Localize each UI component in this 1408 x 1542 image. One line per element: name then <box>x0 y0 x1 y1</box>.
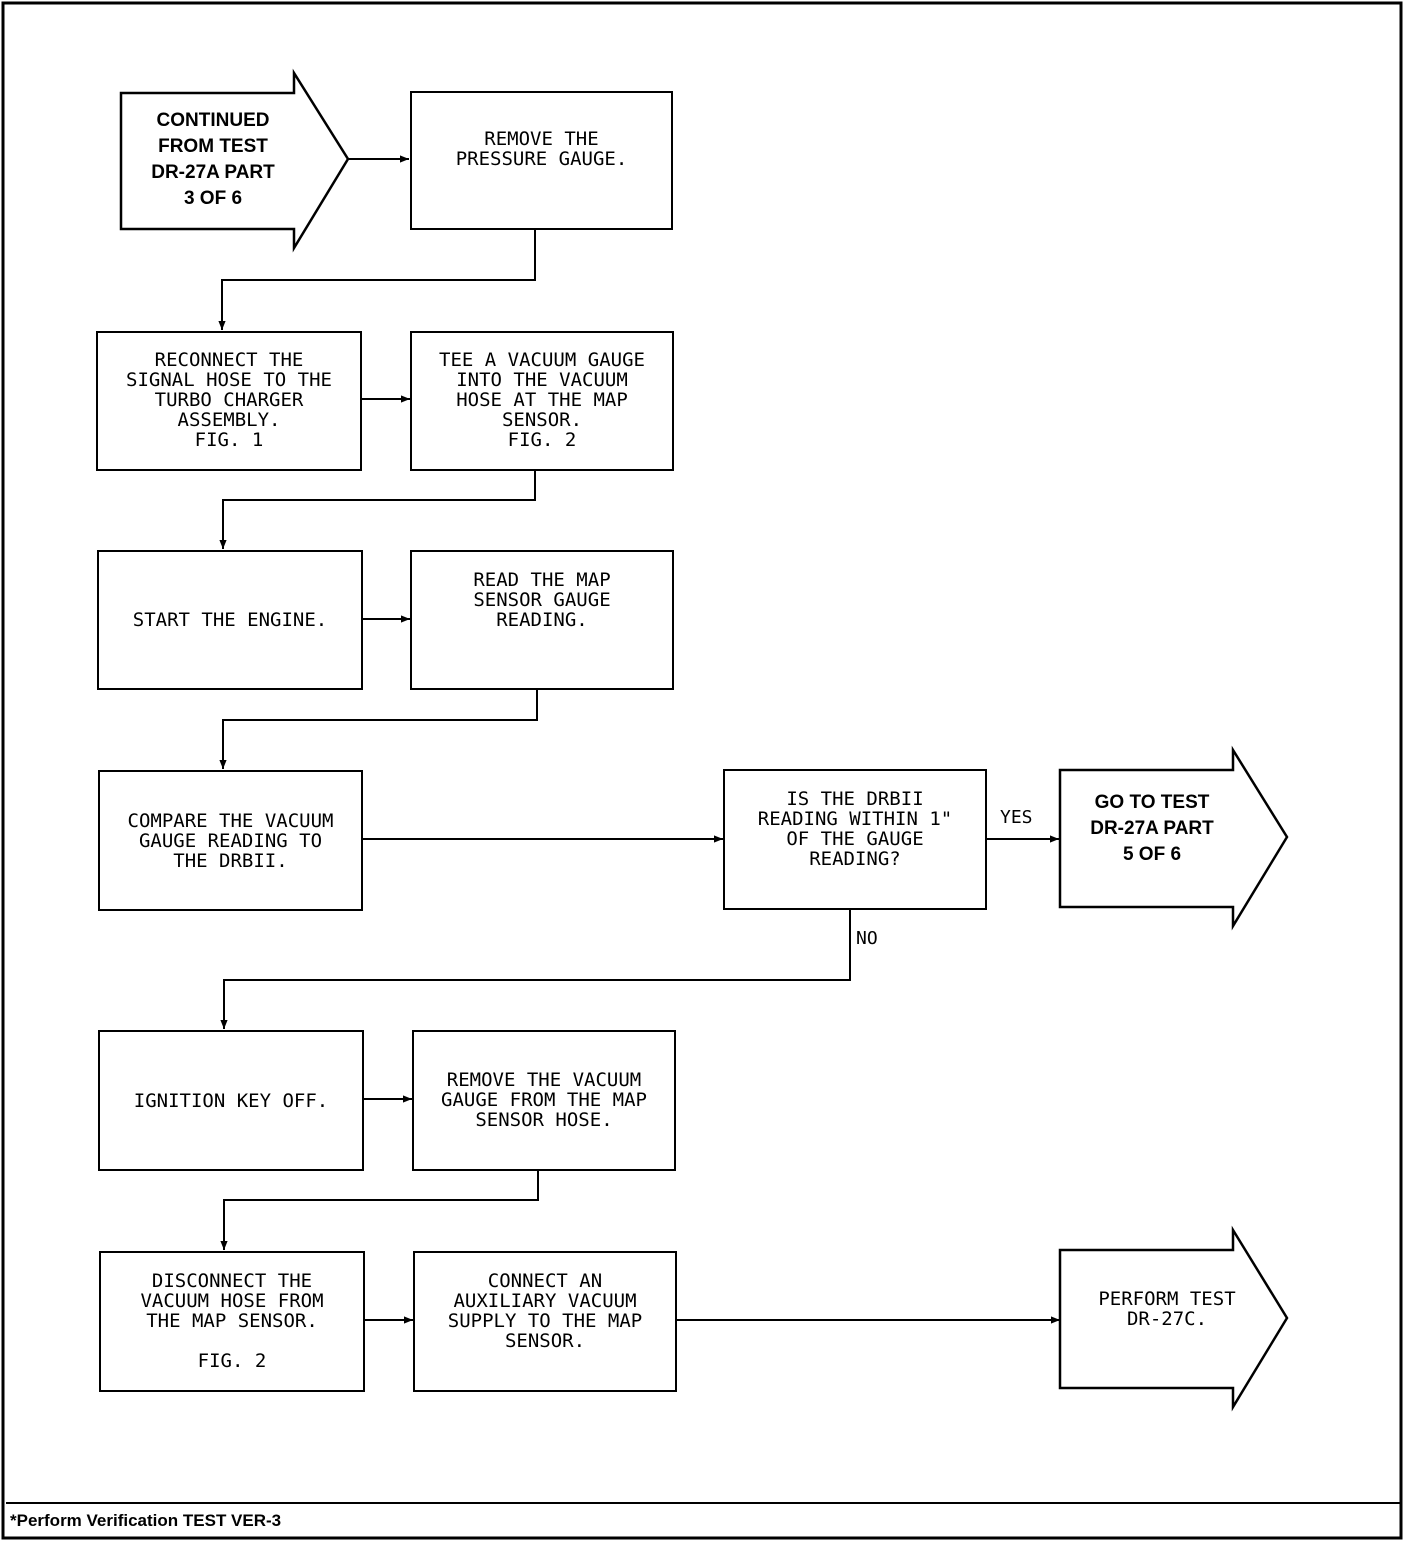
step-text-line: TURBO CHARGER <box>154 389 304 411</box>
decision-text-line: IS THE DRBII <box>786 788 924 810</box>
step-text-line: REMOVE THE <box>484 128 599 150</box>
step-connect-aux-vacuum: CONNECT AN AUXILIARY VACUUM SUPPLY TO TH… <box>413 1251 677 1392</box>
step-text-line: INTO THE VACUUM <box>456 369 628 391</box>
step-text-line: FIG. 1 <box>194 429 264 451</box>
goto-test-line: 5 OF 6 <box>1122 844 1182 865</box>
step-text-line: SUPPLY TO THE MAP <box>447 1310 643 1332</box>
decision-text-line: READING WITHIN 1" <box>757 808 953 830</box>
step-ignition-off: IGNITION KEY OFF. <box>98 1030 364 1171</box>
step-text-line: SENSOR GAUGE <box>473 589 611 611</box>
step-text-line: SENSOR HOSE. <box>475 1109 613 1131</box>
start-line: CONTINUED <box>156 110 270 131</box>
step-disconnect-vacuum-hose: DISCONNECT THE VACUUM HOSE FROM THE MAP … <box>99 1251 365 1392</box>
step-read-map-sensor: READ THE MAP SENSOR GAUGE READING. <box>410 550 674 690</box>
step-text-line: DISCONNECT THE <box>151 1270 313 1292</box>
connector-remove-gauge-to-disconnect <box>220 1170 539 1250</box>
start-pentagon <box>119 68 350 253</box>
perform-pentagon <box>1058 1225 1289 1412</box>
step-text-line: TEE A VACUUM GAUGE <box>439 349 645 371</box>
step-text-line: PRESSURE GAUGE. <box>455 148 628 170</box>
step-text-line: CONNECT AN <box>487 1270 603 1292</box>
yes-label: YES <box>1000 807 1033 828</box>
step-text-line: THE DRBII. <box>173 849 288 872</box>
perform-test-line: DR-27C. <box>1126 1308 1208 1330</box>
start-line: FROM TEST <box>158 136 268 157</box>
step-remove-pressure-gauge: REMOVE THE PRESSURE GAUGE. <box>410 91 673 230</box>
step-text-line: ASSEMBLY. <box>177 409 281 431</box>
no-label: NO <box>856 928 878 949</box>
connector-decision-no <box>220 910 851 1029</box>
perform-test-line: PERFORM TEST <box>1098 1288 1236 1310</box>
step-text-line: HOSE AT THE MAP <box>456 389 628 411</box>
step-text-line: IGNITION KEY OFF. <box>133 1089 329 1112</box>
step-text-line: AUXILIARY VACUUM <box>453 1290 637 1312</box>
step-text-line: GAUGE READING TO <box>138 829 323 852</box>
step-text-line: READ THE MAP <box>473 569 611 591</box>
step-text-line: READING. <box>496 609 588 631</box>
step-reconnect-signal-hose: RECONNECT THE SIGNAL HOSE TO THE TURBO C… <box>96 331 362 471</box>
step-text-line: REMOVE THE VACUUM <box>446 1069 642 1091</box>
step-text-line: RECONNECT THE <box>154 349 304 371</box>
step-compare-reading: COMPARE THE VACUUM GAUGE READING TO THE … <box>98 770 363 911</box>
step-remove-vacuum-gauge: REMOVE THE VACUUM GAUGE FROM THE MAP SEN… <box>412 1030 676 1171</box>
step-text-line: START THE ENGINE. <box>132 609 328 631</box>
step-tee-vacuum-gauge: TEE A VACUUM GAUGE INTO THE VACUUM HOSE … <box>410 331 674 471</box>
goto-pentagon <box>1058 745 1289 931</box>
decision-box: IS THE DRBII READING WITHIN 1" OF THE GA… <box>723 769 987 910</box>
connector-remove-to-reconnect <box>218 230 536 330</box>
step-text-line: FIG. 2 <box>197 1350 267 1372</box>
step-text-line: THE MAP SENSOR. <box>146 1310 318 1332</box>
step-text-line: SIGNAL HOSE TO THE <box>126 369 332 391</box>
connector-tee-to-start <box>219 470 536 549</box>
step-text-line: SENSOR. <box>504 1330 586 1352</box>
footer-note: *Perform Verification TEST VER-3 <box>10 1511 282 1530</box>
perform-test-label: PERFORM TEST DR-27C. <box>1072 1289 1262 1329</box>
step-text-line: VACUUM HOSE FROM <box>140 1290 324 1312</box>
step-text-line: COMPARE THE VACUUM <box>127 809 334 832</box>
goto-test-line: GO TO TEST <box>1094 792 1210 813</box>
step-text-line: GAUGE FROM THE MAP <box>441 1089 647 1111</box>
start-label: CONTINUED FROM TEST DR-27A PART 3 OF 6 <box>121 108 305 212</box>
start-line: 3 OF 6 <box>183 188 243 209</box>
decision-text-line: READING? <box>809 848 901 870</box>
decision-text-line: OF THE GAUGE <box>786 828 924 850</box>
start-line: DR-27A PART <box>151 162 275 183</box>
step-start-engine: START THE ENGINE. <box>97 550 363 690</box>
step-text-line: SENSOR. <box>501 409 583 431</box>
goto-test-label: GO TO TEST DR-27A PART 5 OF 6 <box>1060 790 1244 868</box>
step-text-line: FIG. 2 <box>507 429 577 451</box>
step-text-line <box>226 1331 237 1351</box>
goto-test-line: DR-27A PART <box>1090 818 1214 839</box>
connector-read-to-compare <box>219 690 538 769</box>
